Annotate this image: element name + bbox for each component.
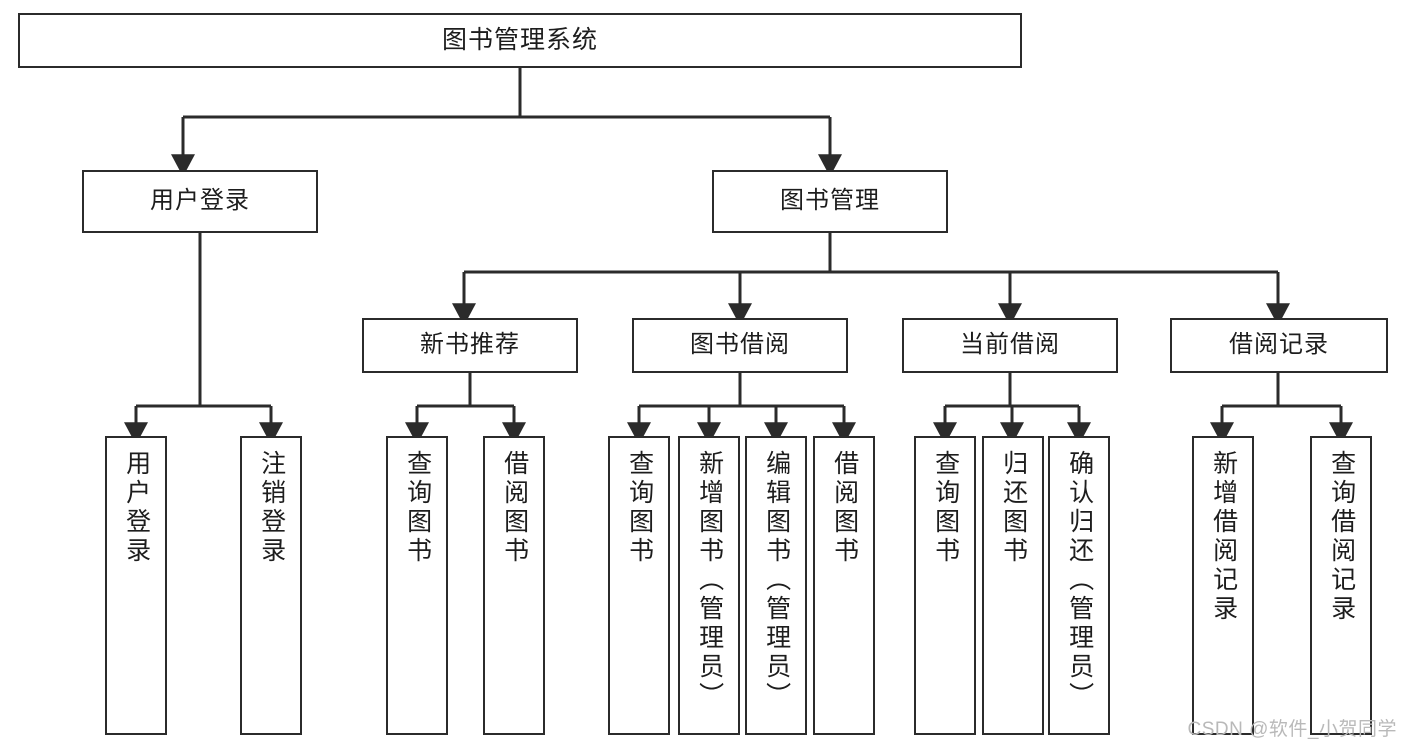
- node-book-borrow[interactable]: 图书借阅: [632, 318, 848, 373]
- node-new-book-recommend[interactable]: 新书推荐: [362, 318, 578, 373]
- leaf-user-login-signin[interactable]: 用户登录: [105, 436, 167, 735]
- leaf-borrow-edit-book-admin[interactable]: 编辑图书（管理员）: [745, 436, 807, 735]
- node-borrow-record[interactable]: 借阅记录: [1170, 318, 1388, 373]
- leaf-borrow-add-book-admin[interactable]: 新增图书（管理员）: [678, 436, 740, 735]
- leaf-new-book-query[interactable]: 查询图书: [386, 436, 448, 735]
- leaf-record-query-record[interactable]: 查询借阅记录: [1310, 436, 1372, 735]
- leaf-current-query-book[interactable]: 查询图书: [914, 436, 976, 735]
- csdn-watermark: CSDN @软件_小贺同学: [1187, 719, 1397, 740]
- leaf-record-add-record[interactable]: 新增借阅记录: [1192, 436, 1254, 735]
- node-book-management[interactable]: 图书管理: [712, 170, 948, 233]
- leaf-new-book-borrow[interactable]: 借阅图书: [483, 436, 545, 735]
- leaf-current-confirm-return-admin[interactable]: 确认归还（管理员）: [1048, 436, 1110, 735]
- leaf-current-return-book[interactable]: 归还图书: [982, 436, 1044, 735]
- node-current-borrow[interactable]: 当前借阅: [902, 318, 1118, 373]
- node-root-system[interactable]: 图书管理系统: [18, 13, 1022, 68]
- leaf-borrow-borrow-book[interactable]: 借阅图书: [813, 436, 875, 735]
- leaf-borrow-query-book[interactable]: 查询图书: [608, 436, 670, 735]
- node-user-login[interactable]: 用户登录: [82, 170, 318, 233]
- leaf-user-login-signout[interactable]: 注销登录: [240, 436, 302, 735]
